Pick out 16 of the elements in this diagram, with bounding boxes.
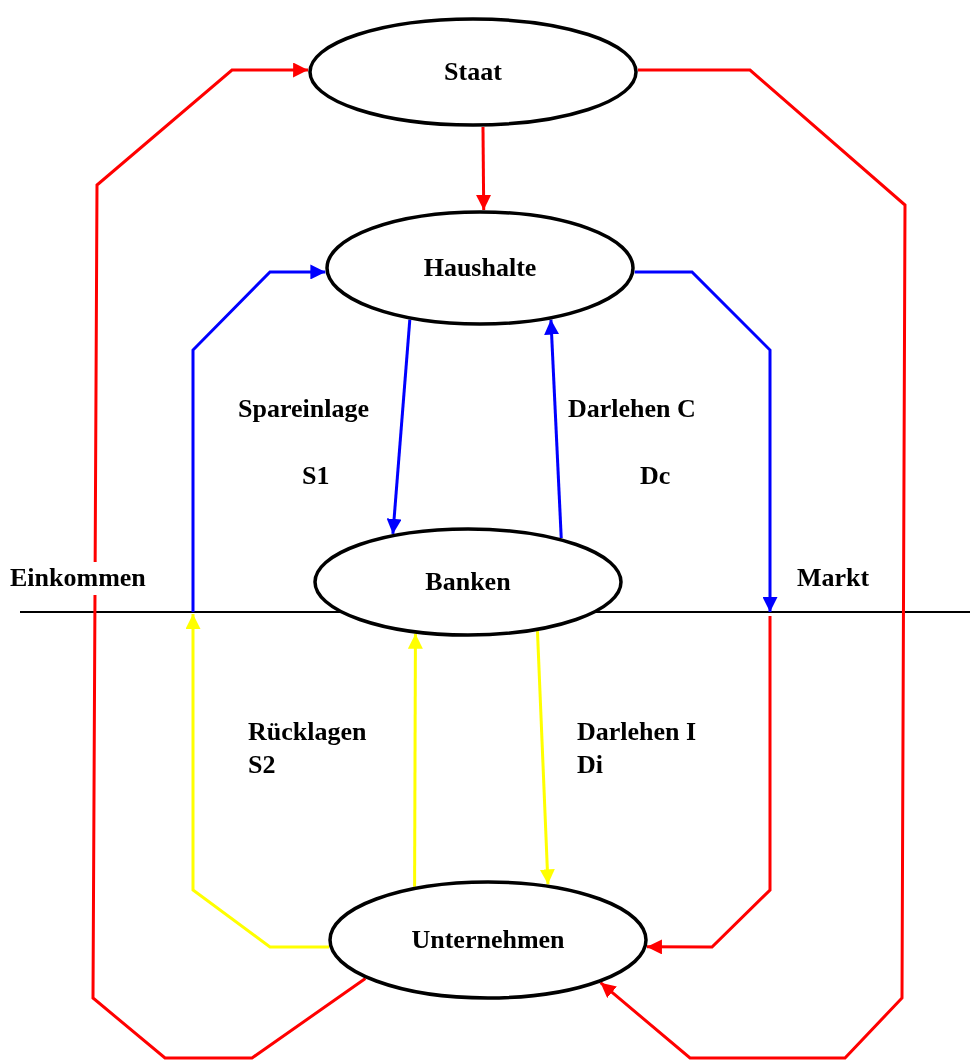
arrow [407,633,423,887]
node-label: Staat [444,57,502,87]
node-label: Unternehmen [411,925,565,955]
arrow [191,264,326,612]
arrow [386,319,412,534]
arrow [599,68,907,1060]
arrow [634,270,778,612]
arrow [91,62,367,1060]
node-label: Banken [425,567,511,597]
arrow [535,631,555,885]
arrow [476,126,492,211]
node-label: Haushalte [423,253,537,283]
arrow [544,319,563,539]
arrow [646,616,772,955]
flow-label: Einkommen [10,562,146,595]
arrow [185,614,330,949]
